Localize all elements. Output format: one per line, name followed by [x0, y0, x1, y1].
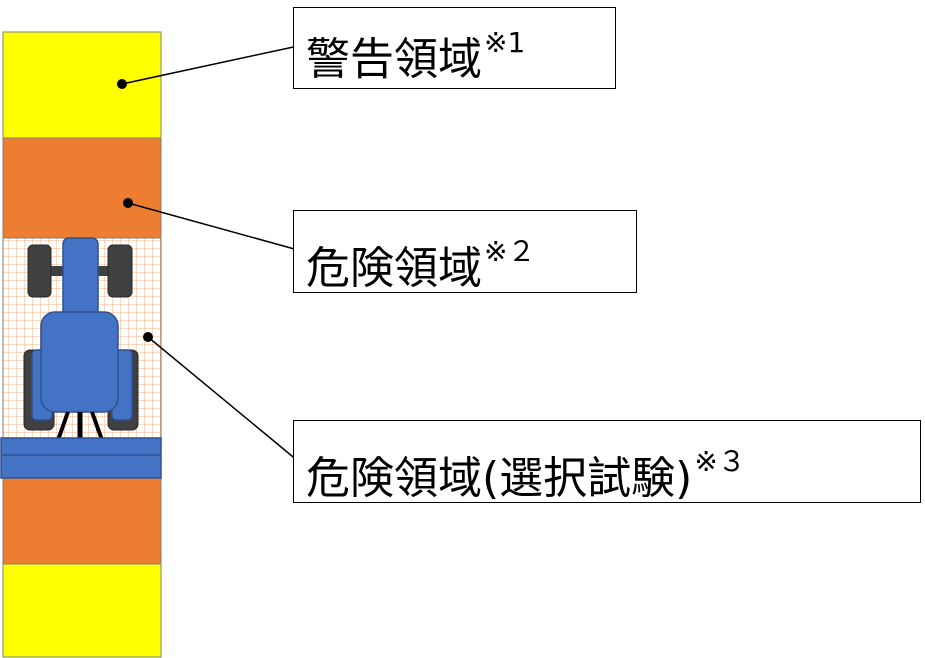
- warning-zone-label: 警告領域※1: [293, 7, 616, 89]
- danger-zone-top: [2, 137, 162, 239]
- danger-zone-note: ※２: [484, 235, 536, 268]
- danger-zone-label-text: 危険領域: [306, 243, 482, 294]
- danger-test-zone-label: 危険領域(選択試験)※３: [293, 420, 921, 503]
- danger-test-zone-label-text: 危険領域(選択試験): [306, 453, 693, 504]
- warning-zone-bottom: [2, 563, 162, 658]
- danger-zone-bottom: [2, 477, 162, 565]
- danger-test-zone-note: ※３: [694, 445, 746, 478]
- warning-zone-label-text: 警告領域: [306, 34, 482, 85]
- leader-danger-test: [143, 332, 299, 462]
- warning-zone-top: [2, 31, 162, 139]
- leader-warning: [117, 45, 299, 89]
- warning-zone-note: ※1: [484, 26, 526, 59]
- danger-zone-label: 危険領域※２: [293, 210, 637, 293]
- leader-danger: [123, 198, 299, 251]
- tractor-top-view-icon: [0, 237, 162, 479]
